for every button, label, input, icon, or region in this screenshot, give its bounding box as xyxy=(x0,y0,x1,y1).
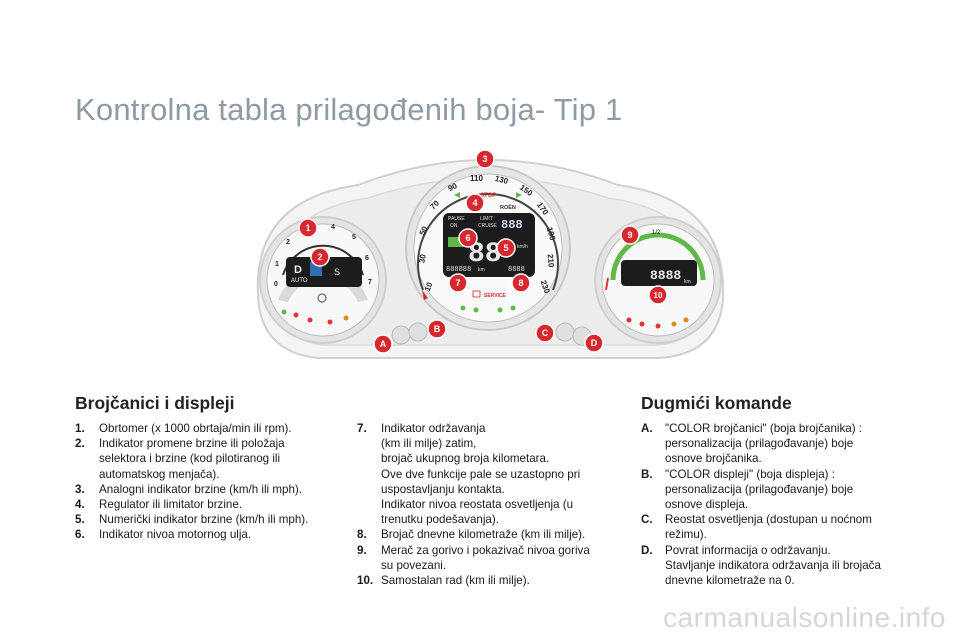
control-buttons xyxy=(391,322,592,346)
service-label: SERVICE xyxy=(484,293,507,299)
list-item: 4.Regulator ili limitator brzine. xyxy=(75,498,243,512)
page-title: Kontrolna tabla prilagođenih boja- Tip 1 xyxy=(75,92,623,127)
svg-text:3: 3 xyxy=(482,154,487,164)
limit-label: LIMIT xyxy=(480,216,493,222)
speed-tick-190: 190 xyxy=(545,226,557,242)
tach-tick-5: 5 xyxy=(352,234,356,241)
svg-text:5: 5 xyxy=(503,243,508,253)
on-label: ON xyxy=(450,223,458,229)
callout-D: D xyxy=(584,333,604,353)
svg-text:C: C xyxy=(542,328,549,338)
list-item: C.Reostat osvetljenja (dostupan u noćnom… xyxy=(641,513,872,542)
svg-text:4: 4 xyxy=(472,198,477,208)
callout-7: 7 xyxy=(448,273,468,293)
tach-tick-4: 4 xyxy=(331,224,335,231)
speed-tick-110: 110 xyxy=(470,174,483,183)
list-item: 9.Merač za gorivo i pokazivač nivoa gori… xyxy=(357,543,590,572)
list-item: 6.Indikator nivoa motornog ulja. xyxy=(75,528,252,542)
callout-C: C xyxy=(535,323,555,343)
odometer-unit: km xyxy=(478,267,485,273)
indicators-list: 7.Indikator održavanja (km ili milje) za… xyxy=(357,421,627,588)
svg-text:D: D xyxy=(591,338,598,348)
list-item: 5.Numerički indikator brzine (km/h ili m… xyxy=(75,513,309,527)
tach-tick-1: 1 xyxy=(275,261,279,268)
speed-setting-display: 888 xyxy=(501,218,523,232)
speed-tick-10: 10 xyxy=(423,281,435,293)
callout-6: 6 xyxy=(458,228,478,248)
tach-tick-6: 6 xyxy=(365,255,369,262)
gear-symbol: S xyxy=(334,267,340,277)
callout-8: 8 xyxy=(511,273,531,293)
stop-label: STOP xyxy=(480,193,496,199)
callout-1: 1 xyxy=(298,218,318,238)
instrument-panel-illustration: 0 1 2 3 4 5 6 7 D AUTO S 10 30 50 70 90 … xyxy=(256,149,725,359)
svg-text:7: 7 xyxy=(455,278,460,288)
svg-text:B: B xyxy=(434,324,441,334)
svg-text:10: 10 xyxy=(654,291,663,300)
speed-tick-90: 90 xyxy=(447,181,459,193)
svg-text:1: 1 xyxy=(305,223,310,233)
list-item: 2.Indikator promene brzine ili položaja … xyxy=(75,437,285,481)
callout-A: A xyxy=(373,334,393,354)
list-item: B."COLOR displeji" (boja displeja) : per… xyxy=(641,467,854,512)
speedometer-gauge: 10 30 50 70 90 110 130 150 170 190 210 2… xyxy=(405,165,571,331)
section-heading-gauges: Brojčanici i displeji xyxy=(75,393,235,413)
speed-tick-50: 50 xyxy=(418,224,430,236)
tachometer-gauge: 0 1 2 3 4 5 6 7 D AUTO S xyxy=(259,216,387,344)
callout-2: 2 xyxy=(310,247,330,267)
list-item: D.Povrat informacija o održavanju. Stavl… xyxy=(641,543,881,588)
callout-4: 4 xyxy=(465,193,485,213)
tach-tick-2: 2 xyxy=(286,239,290,246)
callout-B: B xyxy=(427,319,447,339)
gear-indicator: D xyxy=(294,264,302,276)
speed-unit: km/h xyxy=(517,244,528,250)
speed-tick-130: 130 xyxy=(494,174,510,186)
fuel-half-mark: 1/2 xyxy=(652,230,661,236)
list-item: 7.Indikator održavanja (km ili milje) za… xyxy=(357,422,581,527)
gauges-list: 1.Obrtomer (x 1000 obrtaja/min ili rpm).… xyxy=(75,421,335,543)
fuel-range-display: 8888 xyxy=(650,268,681,283)
list-item: 1.Obrtomer (x 1000 obrtaja/min ili rpm). xyxy=(75,422,292,435)
callout-9: 9 xyxy=(620,225,640,245)
svg-text:8: 8 xyxy=(518,278,523,288)
callout-5: 5 xyxy=(496,238,516,258)
callout-10: 10 xyxy=(648,285,668,305)
list-item: 8.Brojač dnevne kilometraže (km ili milj… xyxy=(357,528,586,542)
trip-display: 8888 xyxy=(508,266,525,274)
speed-tick-30: 30 xyxy=(417,253,428,264)
list-item: 3.Analogni indikator brzine (km/h ili mp… xyxy=(75,482,302,496)
pause-label: PAUSE xyxy=(448,216,465,222)
fuel-range-unit: km xyxy=(684,279,691,285)
list-item: A."COLOR brojčanici" (boja brojčanika) :… xyxy=(641,422,863,466)
svg-text:9: 9 xyxy=(627,230,632,240)
svg-text:A: A xyxy=(380,339,387,349)
brand-label: ROËN xyxy=(500,204,516,211)
svg-text:6: 6 xyxy=(465,233,470,243)
speed-tick-210: 210 xyxy=(546,254,556,269)
fuel-gauge: 1/2 8888 km xyxy=(594,216,722,344)
section-heading-controls: Dugmići komande xyxy=(641,393,792,413)
tach-tick-7: 7 xyxy=(368,279,372,286)
odometer-display: 888888 xyxy=(446,266,471,274)
callout-3: 3 xyxy=(475,149,495,169)
speed-tick-230: 230 xyxy=(539,279,552,295)
svg-text:2: 2 xyxy=(317,252,322,262)
cruise-label: CRUISE xyxy=(478,223,498,229)
gear-mode: AUTO xyxy=(291,278,308,284)
tach-tick-0: 0 xyxy=(274,281,278,288)
watermark: carmanualsonline.info xyxy=(663,602,946,633)
list-item: 10.Samostalan rad (km ili milje). xyxy=(357,574,530,588)
controls-list: A."COLOR brojčanici" (boja brojčanika) :… xyxy=(641,421,931,588)
